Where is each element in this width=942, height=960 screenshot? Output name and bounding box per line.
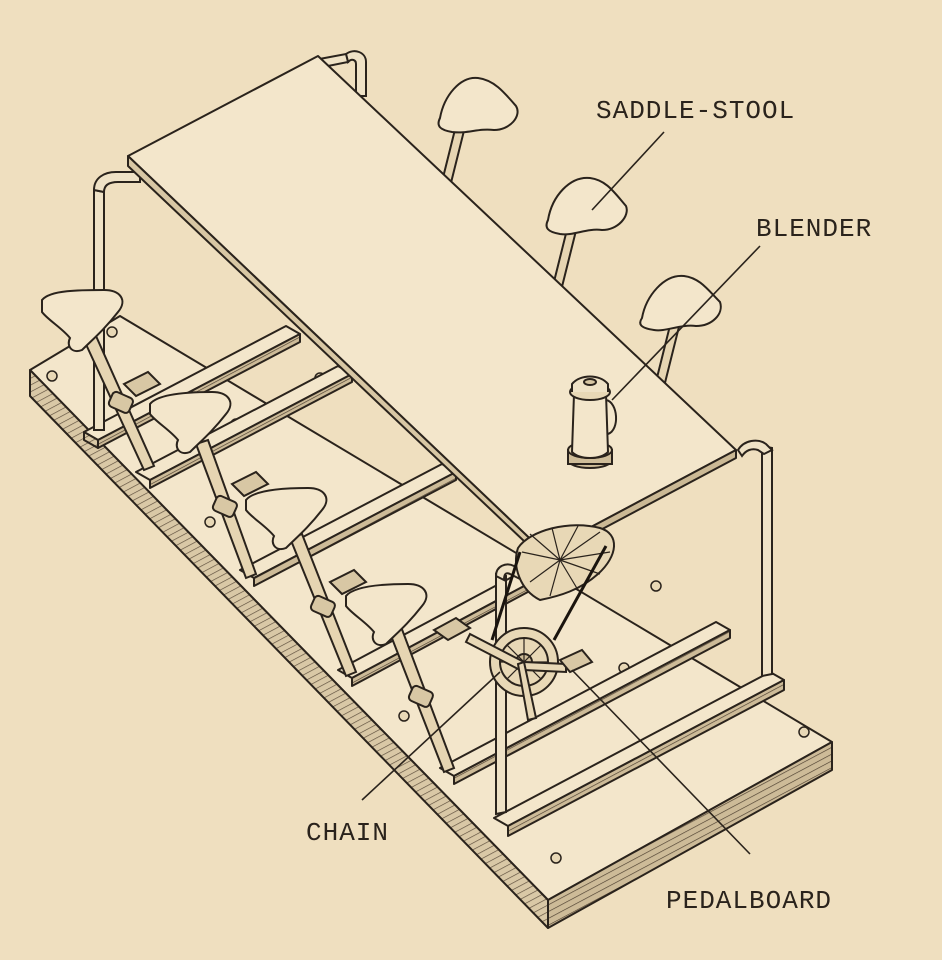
leader-chain [361,671,501,801]
chain-line [490,545,608,641]
near-stool-4 [345,582,456,774]
leader-pedalboard [571,669,751,855]
near-stool-3 [245,486,368,678]
near-saddle-stools [41,288,456,774]
far-saddle-stools [437,76,722,385]
leader-saddle-stool [591,131,665,211]
far-stool-3 [639,274,722,385]
leader-lines [361,131,761,855]
far-stool-1 [437,76,519,189]
label-chain: CHAIN [306,818,390,848]
label-saddle-stool: SADDLE-STOOL [596,96,796,126]
near-stool-1 [41,288,162,472]
leader-blender [611,245,761,401]
blender [567,375,617,469]
label-blender: BLENDER [756,214,873,244]
label-pedalboard: PEDALBOARD [666,886,833,916]
step-boards [83,325,785,837]
far-stool-2 [545,176,628,293]
front-pedals [432,616,594,722]
near-stool-2 [149,390,270,580]
